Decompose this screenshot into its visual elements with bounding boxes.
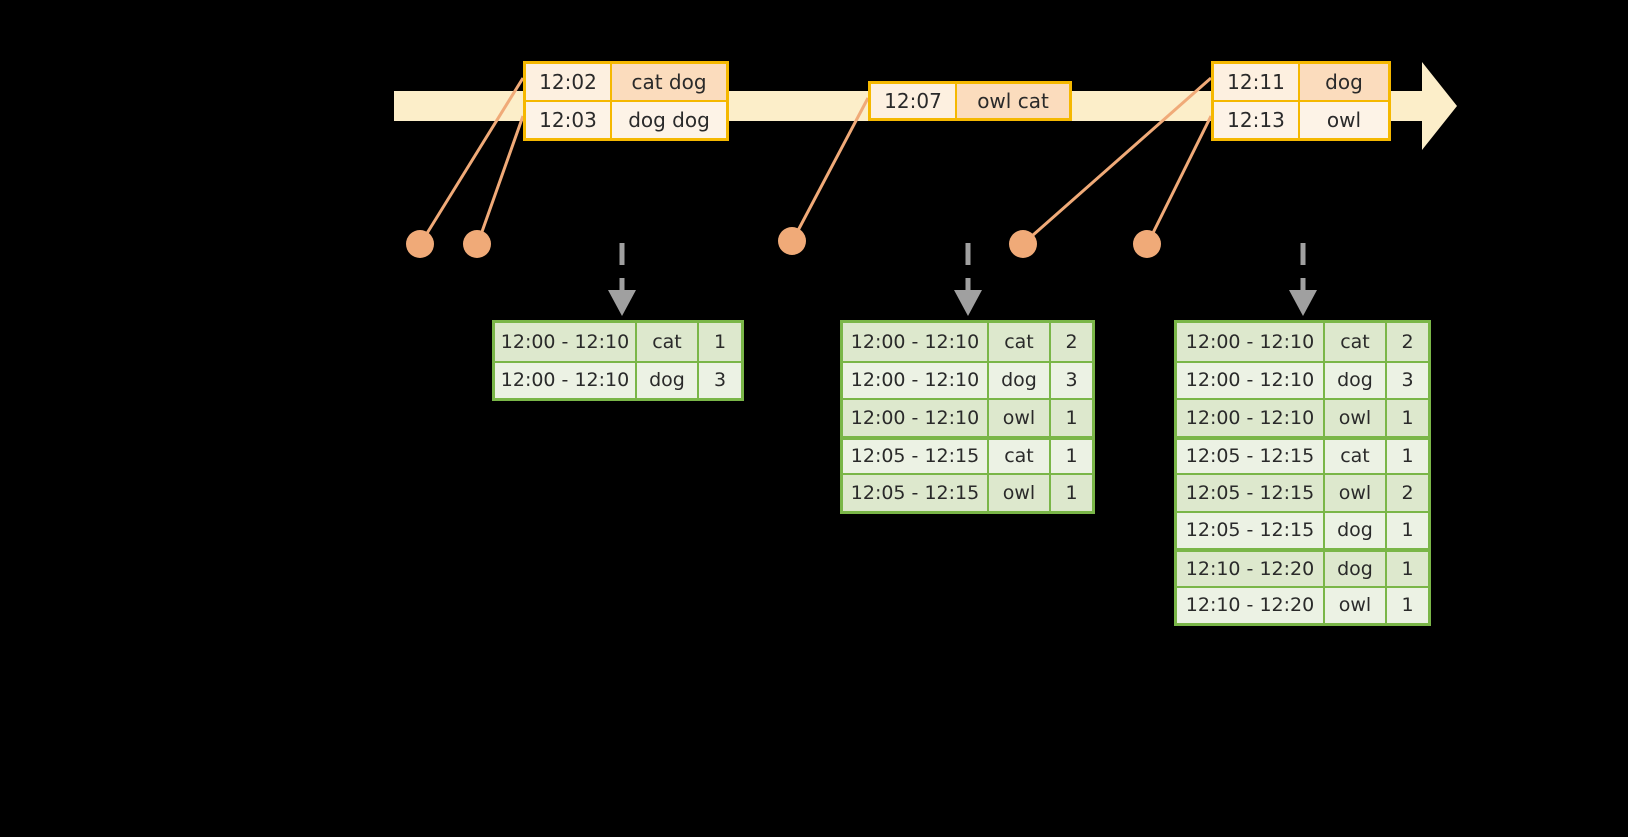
cell-key: cat bbox=[989, 323, 1051, 361]
table-row[interactable]: 12:00 - 12:10 dog 3 bbox=[1177, 360, 1428, 398]
cell-count: 1 bbox=[1051, 439, 1092, 473]
event-time: 12:13 bbox=[1214, 102, 1300, 138]
cell-window: 12:00 - 12:10 bbox=[495, 362, 637, 398]
cell-window: 12:10 - 12:20 bbox=[1177, 552, 1325, 586]
table-row[interactable]: 12:10 - 12:20 dog 1 bbox=[1177, 548, 1428, 586]
table-row[interactable]: 12:05 - 12:15 owl 2 bbox=[1177, 473, 1428, 511]
cell-count: 2 bbox=[1387, 475, 1428, 511]
connector-dot-e1 bbox=[406, 230, 434, 258]
cell-count: 1 bbox=[1387, 439, 1428, 473]
cell-key: cat bbox=[1325, 439, 1387, 473]
event-words: dog bbox=[1300, 64, 1388, 100]
cell-count: 2 bbox=[1051, 323, 1092, 361]
cell-window: 12:05 - 12:15 bbox=[1177, 512, 1325, 548]
result-table-1[interactable]: 12:00 - 12:10 cat 1 12:00 - 12:10 dog 3 bbox=[492, 320, 744, 401]
cell-window: 12:00 - 12:10 bbox=[843, 400, 989, 436]
cell-window: 12:00 - 12:10 bbox=[1177, 362, 1325, 398]
cell-key: owl bbox=[989, 400, 1051, 436]
cell-count: 1 bbox=[1387, 400, 1428, 436]
event-row[interactable]: 12:03 dog dog bbox=[526, 100, 726, 138]
cell-key: dog bbox=[1325, 362, 1387, 398]
table-row[interactable]: 12:00 - 12:10 cat 2 bbox=[843, 323, 1092, 361]
dashed-arrow-to-table-2 bbox=[954, 243, 982, 316]
event-row[interactable]: 12:13 owl bbox=[1214, 100, 1388, 138]
event-row[interactable]: 12:11 dog bbox=[1214, 64, 1388, 100]
table-row[interactable]: 12:00 - 12:10 dog 3 bbox=[843, 360, 1092, 398]
event-time: 12:02 bbox=[526, 64, 612, 100]
cell-count: 1 bbox=[1051, 400, 1092, 436]
cell-count: 3 bbox=[699, 362, 741, 398]
table-row[interactable]: 12:05 - 12:15 cat 1 bbox=[843, 435, 1092, 473]
cell-key: cat bbox=[1325, 323, 1387, 361]
cell-window: 12:05 - 12:15 bbox=[1177, 439, 1325, 473]
cell-window: 12:00 - 12:10 bbox=[1177, 323, 1325, 361]
connector-dot-e2 bbox=[463, 230, 491, 258]
connector-dot-e3 bbox=[778, 227, 806, 255]
event-words: owl cat bbox=[957, 84, 1069, 118]
dashed-arrow-to-table-3 bbox=[1289, 243, 1317, 316]
dashed-arrow-to-table-1 bbox=[608, 243, 636, 316]
table-row[interactable]: 12:00 - 12:10 dog 3 bbox=[495, 360, 741, 398]
cell-window: 12:10 - 12:20 bbox=[1177, 587, 1325, 623]
cell-key: cat bbox=[637, 323, 699, 361]
cell-key: dog bbox=[637, 362, 699, 398]
cell-key: dog bbox=[1325, 512, 1387, 548]
cell-count: 1 bbox=[1387, 512, 1428, 548]
result-table-3[interactable]: 12:00 - 12:10 cat 2 12:00 - 12:10 dog 3 … bbox=[1174, 320, 1431, 626]
cell-window: 12:00 - 12:10 bbox=[1177, 400, 1325, 436]
event-time: 12:11 bbox=[1214, 64, 1300, 100]
cell-count: 3 bbox=[1051, 362, 1092, 398]
event-words: cat dog bbox=[612, 64, 726, 100]
event-time: 12:07 bbox=[871, 84, 957, 118]
cell-count: 1 bbox=[1387, 587, 1428, 623]
cell-count: 1 bbox=[1051, 475, 1092, 511]
cell-count: 2 bbox=[1387, 323, 1428, 361]
cell-count: 1 bbox=[699, 323, 741, 361]
event-box-group-2[interactable]: 12:07 owl cat bbox=[868, 81, 1072, 121]
event-words: dog dog bbox=[612, 102, 726, 138]
connector-dot-e4 bbox=[1009, 230, 1037, 258]
event-row[interactable]: 12:02 cat dog bbox=[526, 64, 726, 100]
event-time: 12:03 bbox=[526, 102, 612, 138]
table-row[interactable]: 12:05 - 12:15 cat 1 bbox=[1177, 435, 1428, 473]
cell-window: 12:05 - 12:15 bbox=[843, 439, 989, 473]
cell-key: owl bbox=[1325, 400, 1387, 436]
table-row[interactable]: 12:00 - 12:10 owl 1 bbox=[843, 398, 1092, 436]
connector-line-e1 bbox=[419, 77, 525, 244]
event-row[interactable]: 12:07 owl cat bbox=[871, 84, 1069, 118]
event-box-group-3[interactable]: 12:11 dog 12:13 owl bbox=[1211, 61, 1391, 141]
connector-line-e3 bbox=[791, 97, 870, 241]
cell-key: dog bbox=[1325, 552, 1387, 586]
cell-window: 12:05 - 12:15 bbox=[1177, 475, 1325, 511]
cell-window: 12:05 - 12:15 bbox=[843, 475, 989, 511]
cell-window: 12:00 - 12:10 bbox=[495, 323, 637, 361]
cell-window: 12:00 - 12:10 bbox=[843, 362, 989, 398]
table-row[interactable]: 12:10 - 12:20 owl 1 bbox=[1177, 585, 1428, 623]
table-row[interactable]: 12:00 - 12:10 cat 1 bbox=[495, 323, 741, 361]
connector-line-e2 bbox=[476, 115, 525, 244]
cell-key: owl bbox=[1325, 587, 1387, 623]
table-row[interactable]: 12:05 - 12:15 owl 1 bbox=[843, 473, 1092, 511]
cell-key: dog bbox=[989, 362, 1051, 398]
result-table-2[interactable]: 12:00 - 12:10 cat 2 12:00 - 12:10 dog 3 … bbox=[840, 320, 1095, 514]
cell-window: 12:00 - 12:10 bbox=[843, 323, 989, 361]
connector-line-e4 bbox=[1023, 76, 1212, 245]
cell-key: cat bbox=[989, 439, 1051, 473]
cell-key: owl bbox=[1325, 475, 1387, 511]
event-box-group-1[interactable]: 12:02 cat dog 12:03 dog dog bbox=[523, 61, 729, 141]
connector-dot-e5 bbox=[1133, 230, 1161, 258]
cell-count: 1 bbox=[1387, 552, 1428, 586]
connector-line-e5 bbox=[1146, 115, 1213, 244]
event-words: owl bbox=[1300, 102, 1388, 138]
table-row[interactable]: 12:00 - 12:10 owl 1 bbox=[1177, 398, 1428, 436]
cell-key: owl bbox=[989, 475, 1051, 511]
table-row[interactable]: 12:05 - 12:15 dog 1 bbox=[1177, 510, 1428, 548]
cell-count: 3 bbox=[1387, 362, 1428, 398]
table-row[interactable]: 12:00 - 12:10 cat 2 bbox=[1177, 323, 1428, 361]
